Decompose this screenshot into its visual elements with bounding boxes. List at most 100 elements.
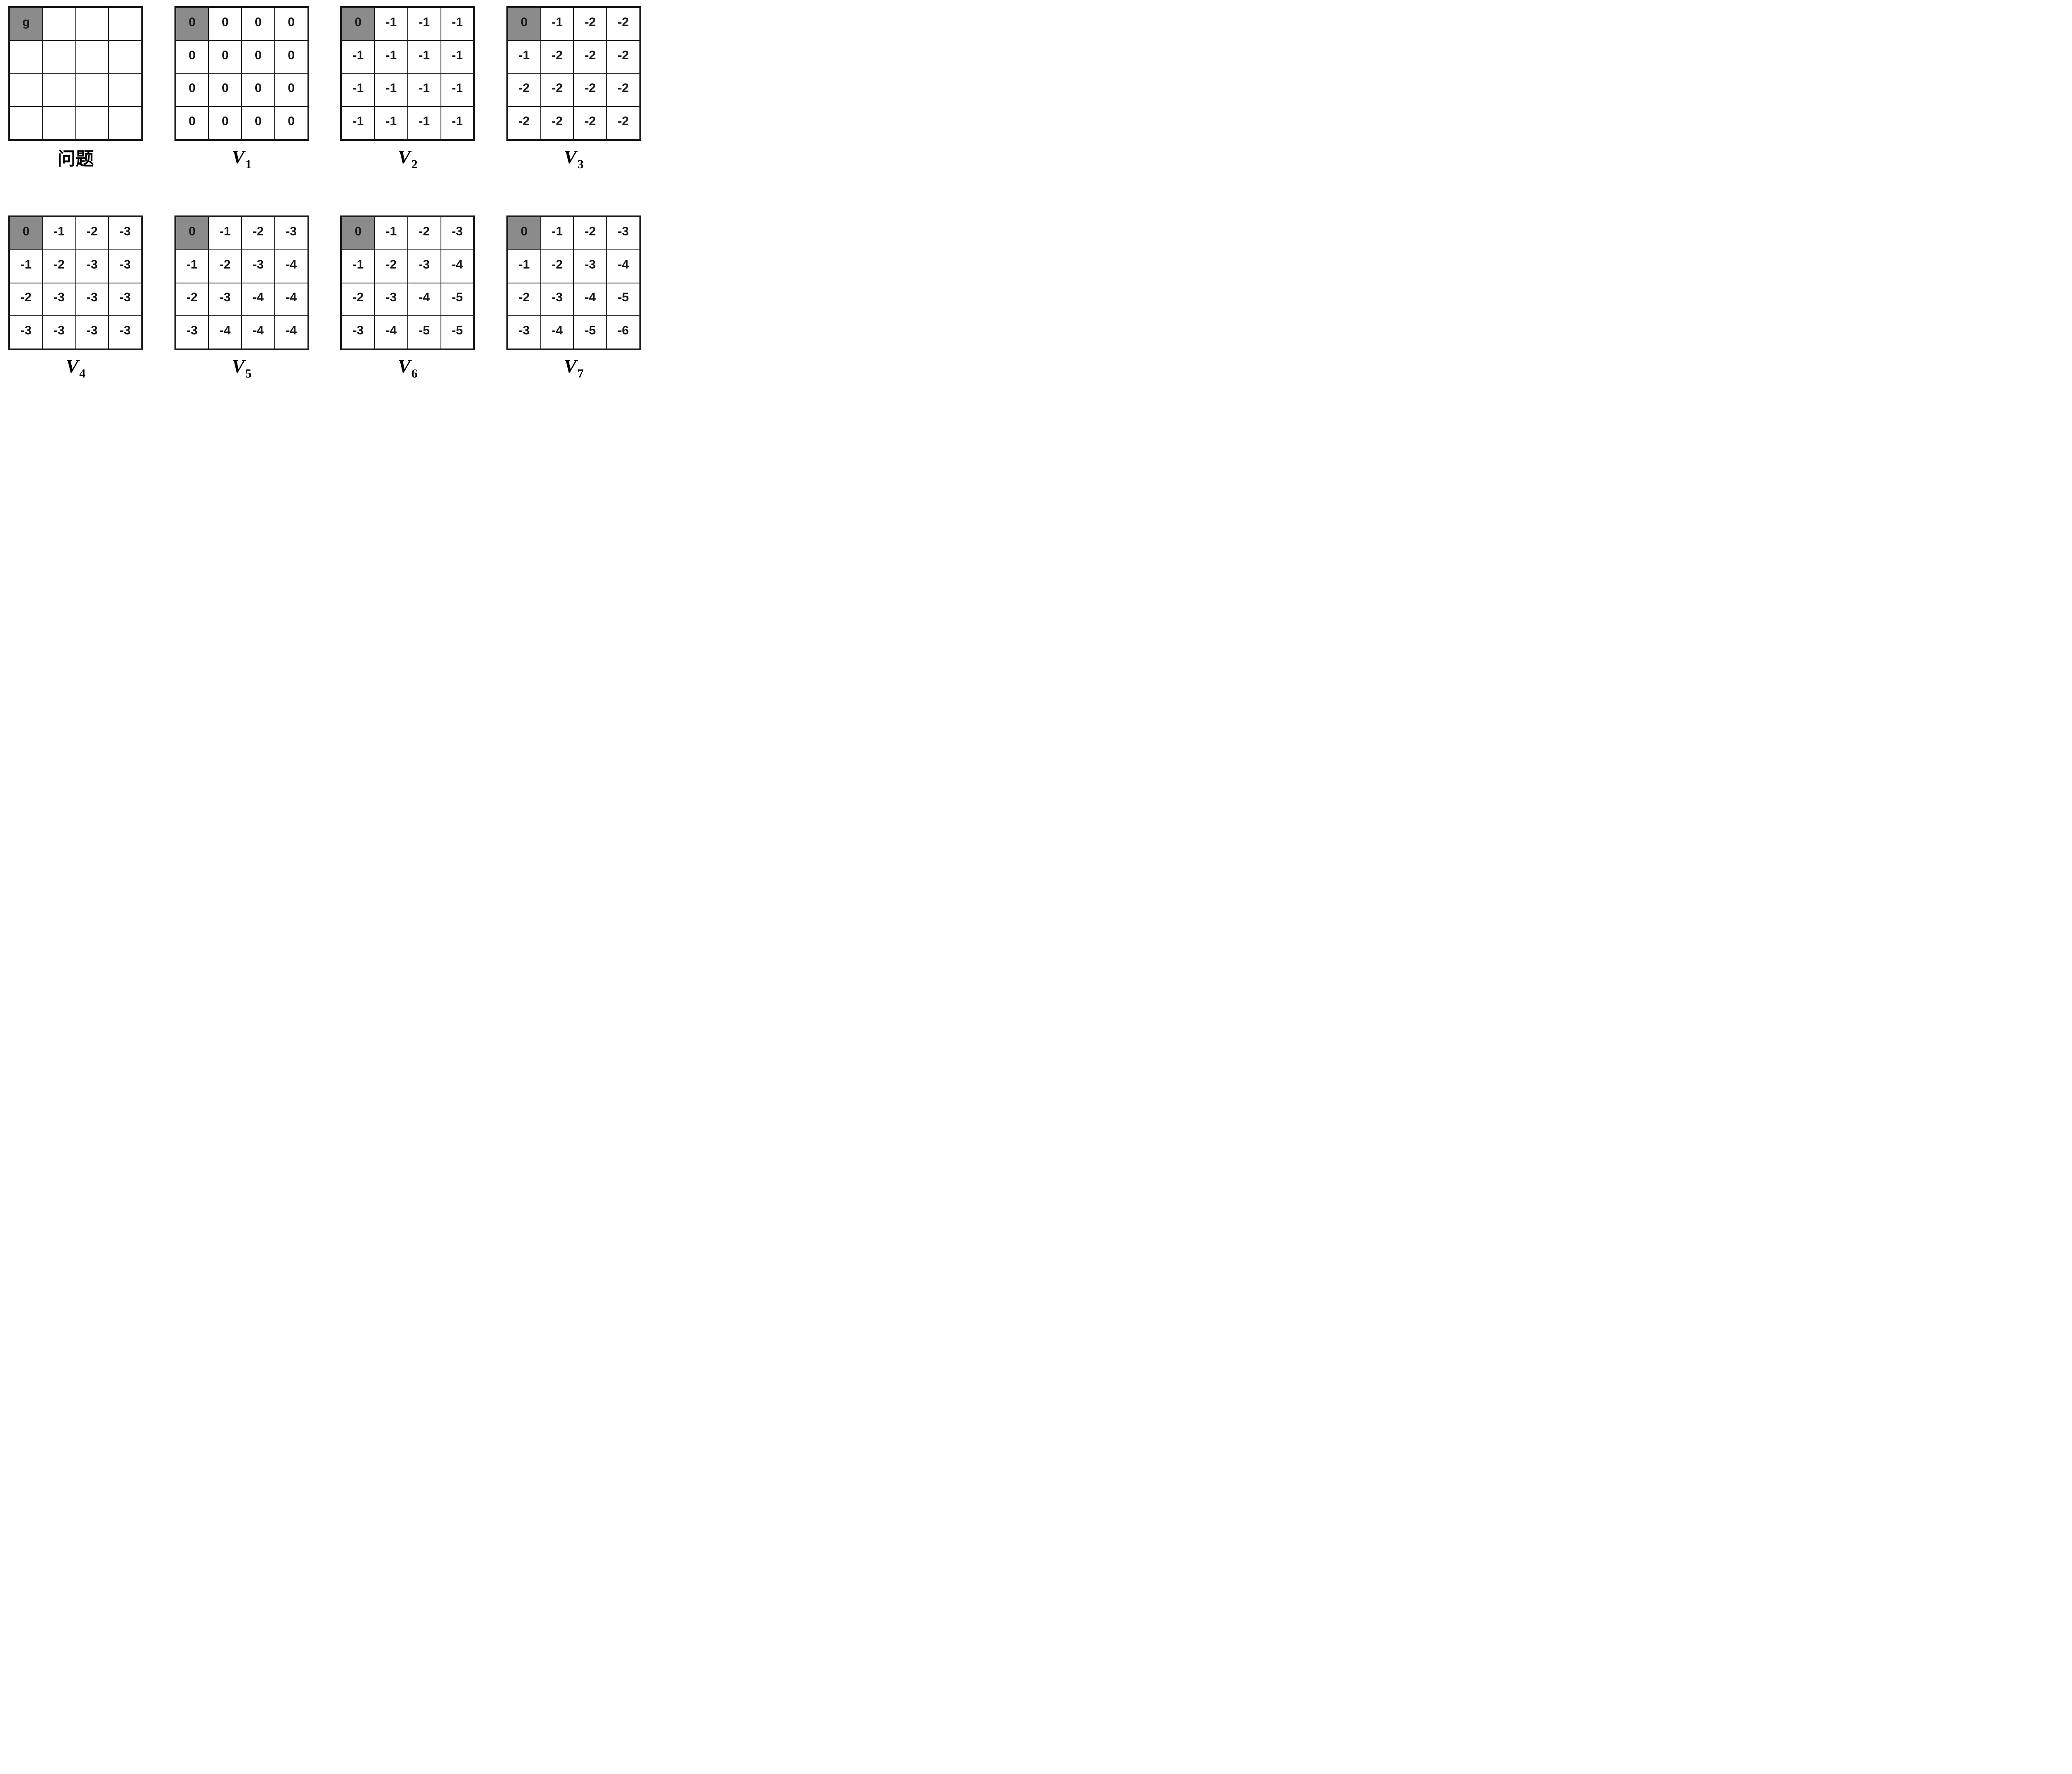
grid-cell: -4 <box>274 249 308 283</box>
grid-cell-goal: 0 <box>507 217 541 250</box>
grid-cell: -1 <box>42 217 76 250</box>
grid-cell: -3 <box>274 217 308 250</box>
grid-cell <box>75 7 109 41</box>
grid-cell: 0 <box>175 73 209 107</box>
grid-label-subscript: 5 <box>245 367 252 380</box>
grid-cell: 0 <box>242 106 275 140</box>
grid-cell: -4 <box>441 249 474 283</box>
grid-cell: -3 <box>10 316 43 349</box>
grid-cell: -3 <box>109 249 142 283</box>
grid-cell: -1 <box>341 40 375 74</box>
grid-label: V5 <box>232 356 252 380</box>
grid-cell: -1 <box>407 7 441 41</box>
grid-cell: -2 <box>540 73 574 107</box>
grid-cell: -3 <box>75 316 109 349</box>
grid-cell: -3 <box>42 283 76 316</box>
grid-cell: -2 <box>10 283 43 316</box>
grid-cell: -5 <box>441 283 474 316</box>
grid-cell: -1 <box>441 106 474 140</box>
grid-cell: -2 <box>607 40 640 74</box>
grid-cell <box>10 73 43 107</box>
grid-cell: 0 <box>242 73 275 107</box>
grid-cell: -4 <box>375 316 408 349</box>
grid-cell: 0 <box>274 73 308 107</box>
grid-cell <box>109 7 142 41</box>
grid-cell <box>75 73 109 107</box>
grid-label-subscript: 2 <box>411 157 418 171</box>
grid-cell: -1 <box>407 40 441 74</box>
grid-cell <box>109 73 142 107</box>
grid-cell: -3 <box>109 316 142 349</box>
grid-panel-v7: 0-1-2-3-1-2-3-4-2-3-4-5-3-4-5-6 V7 <box>506 215 641 380</box>
grid-cell: -2 <box>574 40 607 74</box>
grid-panel-v2: 0-1-1-1-1-1-1-1-1-1-1-1-1-1-1-1 V2 <box>340 6 475 171</box>
grid-cell: -3 <box>242 249 275 283</box>
grid-cell: -2 <box>375 249 408 283</box>
grid-cell: -1 <box>375 73 408 107</box>
grid-cell <box>42 40 76 74</box>
grid-label: V2 <box>398 148 418 171</box>
grid-label-text: 问题 <box>57 149 94 169</box>
grid-cell: -1 <box>507 249 541 283</box>
grid-cell: -1 <box>341 106 375 140</box>
grid-v4: 0-1-2-3-1-2-3-3-2-3-3-3-3-3-3-3 <box>8 215 143 350</box>
grid-cell: -2 <box>407 217 441 250</box>
grid-v6: 0-1-2-3-1-2-3-4-2-3-4-5-3-4-5-5 <box>340 215 475 350</box>
grid-cell <box>42 7 76 41</box>
grid-cell: -3 <box>75 283 109 316</box>
grid-cell: -1 <box>540 217 574 250</box>
grid-label-subscript: 6 <box>411 367 418 380</box>
grid-cell: -1 <box>441 40 474 74</box>
grid-cell: -2 <box>175 283 209 316</box>
grid-cell: -3 <box>507 316 541 349</box>
grid-cell: -4 <box>274 283 308 316</box>
grid-cell <box>75 40 109 74</box>
grid-cell: -1 <box>341 249 375 283</box>
grid-cell: -3 <box>341 316 375 349</box>
grid-cell: -3 <box>574 249 607 283</box>
grid-cell: -4 <box>242 283 275 316</box>
grid-cell: -2 <box>507 73 541 107</box>
grid-label-base: V <box>564 356 577 377</box>
grid-cell <box>109 106 142 140</box>
grid-v7: 0-1-2-3-1-2-3-4-2-3-4-5-3-4-5-6 <box>506 215 641 350</box>
grid-cell: -5 <box>407 316 441 349</box>
grid-cell-goal: 0 <box>175 7 209 41</box>
grid-cell: -2 <box>208 249 242 283</box>
grid-cell: -4 <box>208 316 242 349</box>
grid-cell-goal: 0 <box>507 7 541 41</box>
grid-cell: -2 <box>607 7 640 41</box>
grid-label-base: V <box>65 356 79 377</box>
grid-cell-goal: g <box>10 7 43 41</box>
grid-cell: 0 <box>175 40 209 74</box>
grid-label-base: V <box>232 356 244 377</box>
grid-label-math: V7 <box>564 357 584 380</box>
figure-row-bottom: 0-1-2-3-1-2-3-3-2-3-3-3-3-3-3-3 V4 0-1-2… <box>0 215 650 380</box>
grid-cell: -2 <box>540 249 574 283</box>
grid-cell: -4 <box>540 316 574 349</box>
grid-cell: -2 <box>607 106 640 140</box>
grid-cell-goal: 0 <box>10 217 43 250</box>
grid-cell: -4 <box>242 316 275 349</box>
grid-v2: 0-1-1-1-1-1-1-1-1-1-1-1-1-1-1-1 <box>340 6 475 141</box>
grid-panel-v4: 0-1-2-3-1-2-3-3-2-3-3-3-3-3-3-3 V4 <box>8 215 143 380</box>
grid-cell: -1 <box>375 106 408 140</box>
grid-label: V4 <box>65 356 86 380</box>
grid-cell: -1 <box>441 73 474 107</box>
grid-label: V1 <box>232 148 252 171</box>
grid-cell: -4 <box>407 283 441 316</box>
grid-cell: -3 <box>109 217 142 250</box>
grid-cell: -1 <box>441 7 474 41</box>
grid-cell: -3 <box>540 283 574 316</box>
grid-label-math: V1 <box>232 148 252 171</box>
grid-cell: -3 <box>109 283 142 316</box>
grid-cell: -2 <box>574 73 607 107</box>
grid-label-subscript: 4 <box>79 367 86 380</box>
grid-label: V6 <box>398 357 418 380</box>
grid-cell: -1 <box>407 73 441 107</box>
grid-cell: 0 <box>175 106 209 140</box>
grid-cell: 0 <box>208 7 242 41</box>
grid-cell: -1 <box>175 249 209 283</box>
grid-cell <box>10 40 43 74</box>
